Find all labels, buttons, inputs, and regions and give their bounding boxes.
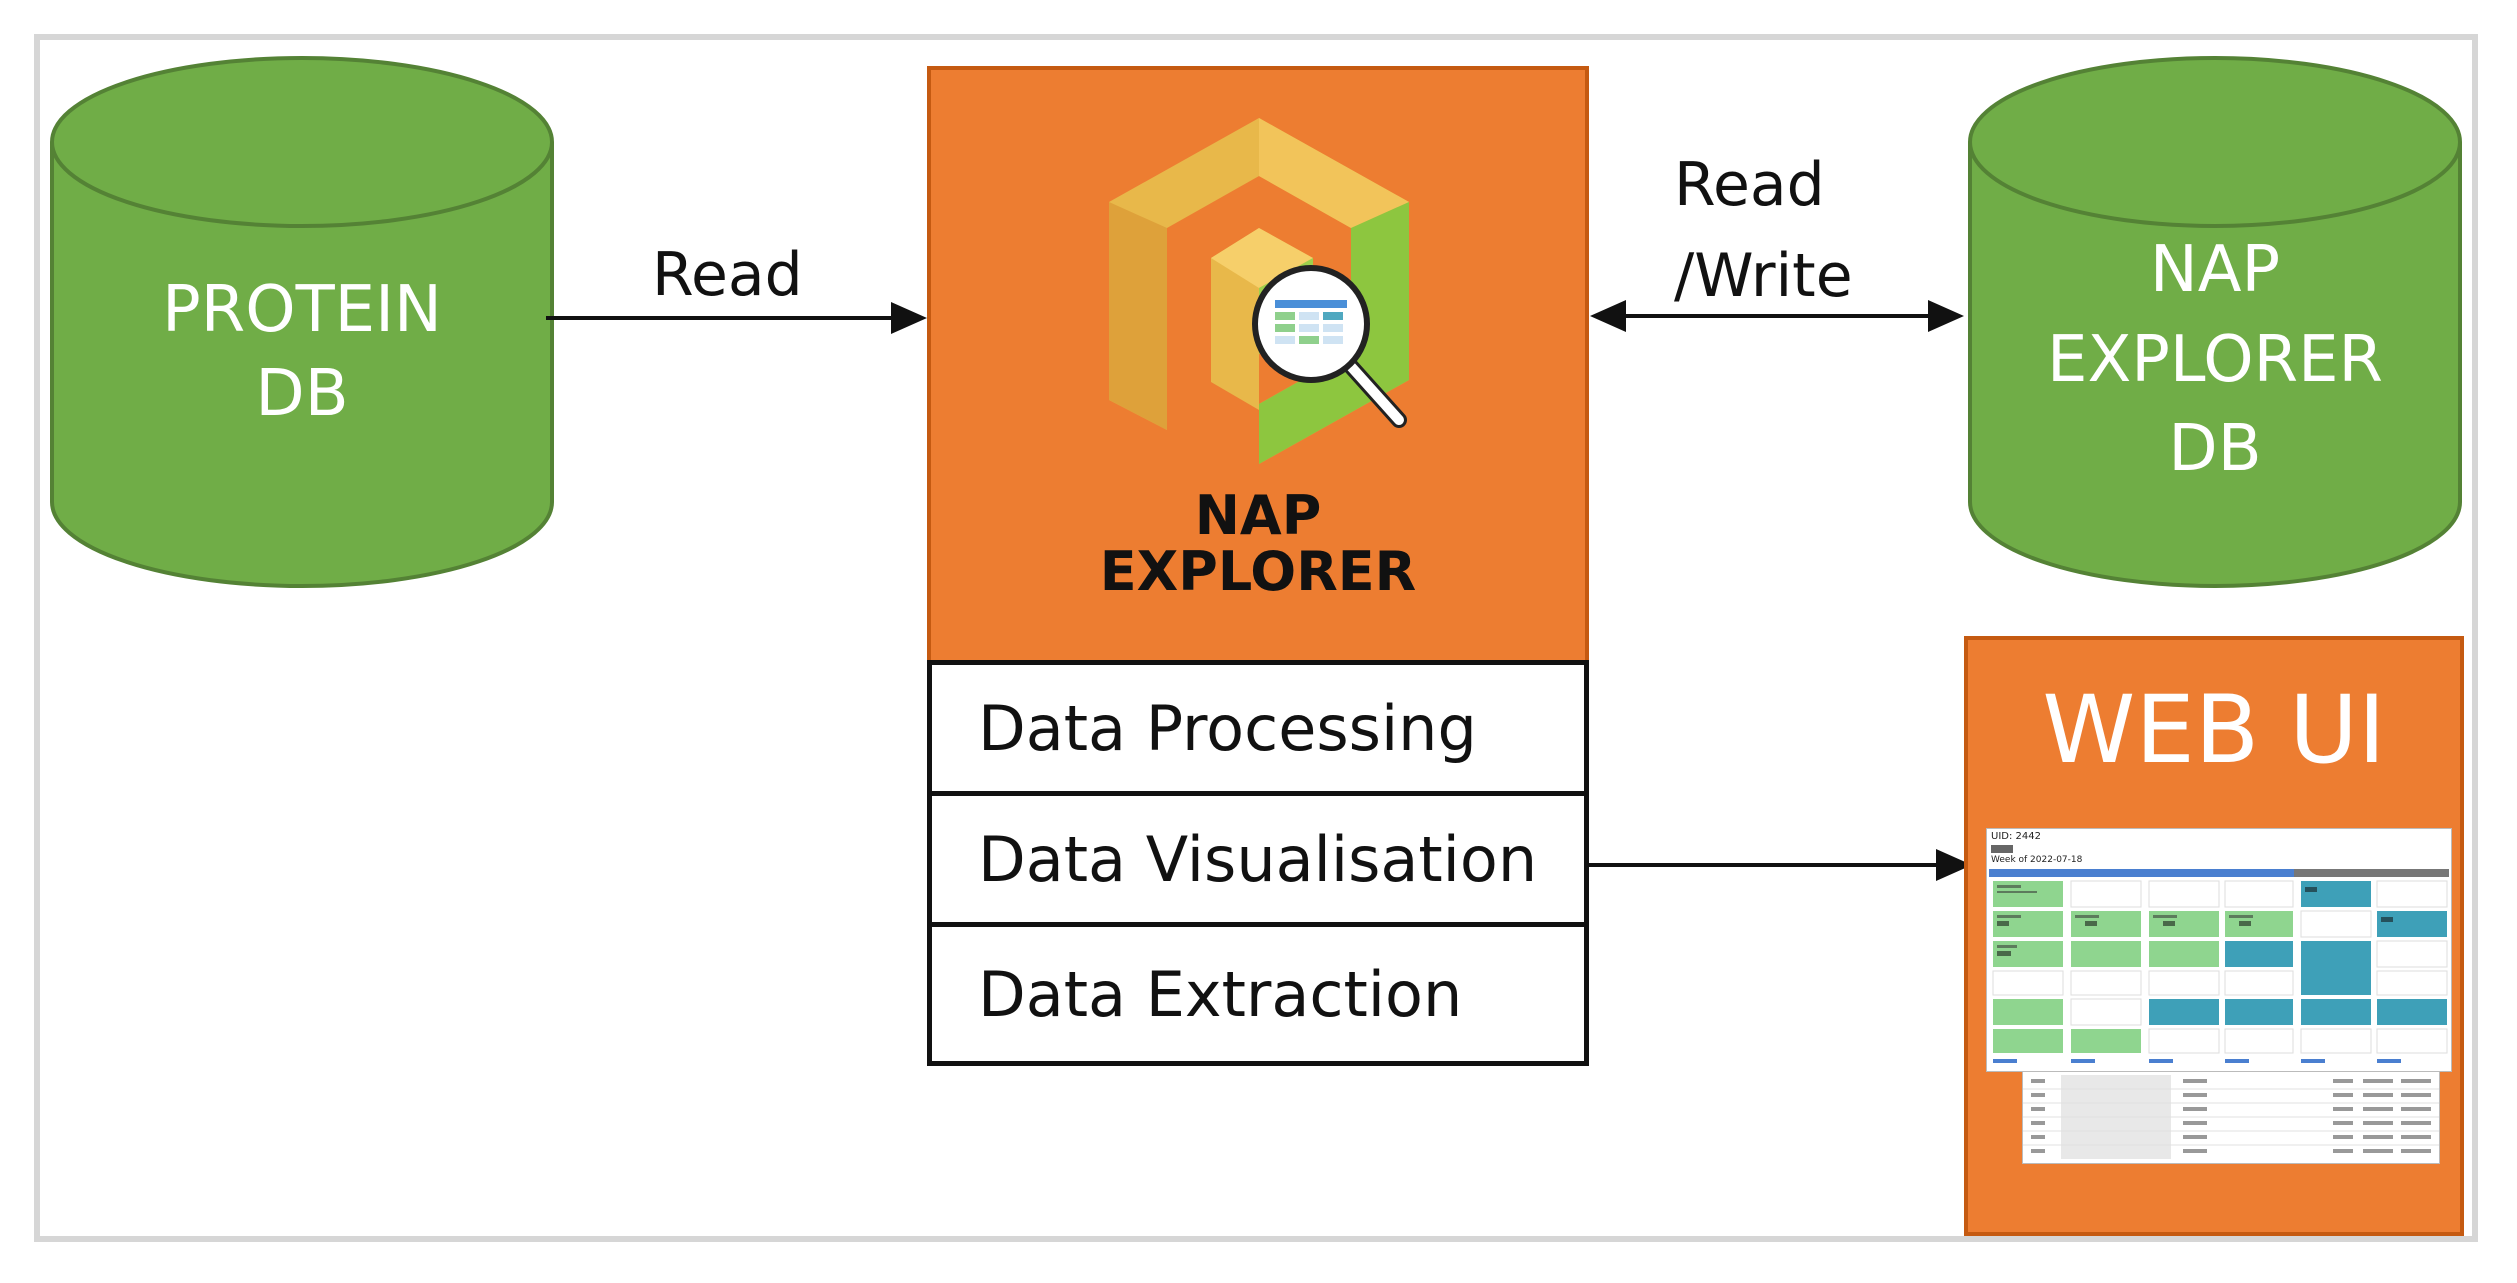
nap-explorer-db-label: NAP EXPLORER DB (1964, 226, 2466, 495)
nap-explorer-db-line2: EXPLORER (2047, 322, 2383, 397)
web-ui-title: WEB UI (2042, 676, 2386, 785)
web-ui-screenshot-thumbnail: UID: 2442 Week of 2022-07-18 (1986, 828, 2452, 1072)
nap-explorer-db-cylinder (1968, 56, 2462, 588)
table-rows-graphic (2023, 1075, 2439, 1159)
read-write-line2: /Write (1674, 241, 1853, 312)
function-data-extraction: Data Extraction (927, 922, 1589, 1066)
protein-db-line2: DB (255, 357, 349, 432)
read-write-arrowhead-left (1590, 300, 1626, 332)
function-data-visualisation: Data Visualisation (927, 791, 1589, 927)
screenshot-button (1991, 845, 2013, 853)
protein-db-line1: PROTEIN (162, 273, 442, 347)
protein-db-label: PROTEIN DB (46, 268, 558, 437)
screenshot-uid: UID: 2442 (1991, 831, 2041, 842)
nap-explorer-logo-icon (1109, 118, 1409, 464)
function-data-processing: Data Processing (927, 660, 1589, 796)
read-write-line1: Read (1674, 150, 1825, 220)
read-arrowhead (891, 302, 927, 334)
read-label: Read (652, 240, 803, 310)
read-write-arrowhead-right (1928, 300, 1964, 332)
protein-db-cylinder (50, 56, 554, 588)
nap-explorer-db-line3: DB (2168, 412, 2262, 487)
nap-explorer-logo-line2: EXPLORER (1099, 540, 1417, 603)
visualisation-arrowhead (1936, 849, 1972, 881)
nap-explorer-logo-line1: NAP (1194, 484, 1322, 547)
calendar-grid-graphic (1989, 869, 2449, 1063)
nap-explorer-db-line1: NAP (2149, 233, 2281, 307)
nap-explorer-box: NAP EXPLORER (927, 66, 1589, 664)
screenshot-week: Week of 2022-07-18 (1991, 855, 2083, 865)
web-ui-table-thumbnail (2022, 1070, 2440, 1164)
read-write-label: Read /Write (1674, 140, 1853, 322)
web-ui-box: WEB UI (1964, 636, 2464, 1236)
